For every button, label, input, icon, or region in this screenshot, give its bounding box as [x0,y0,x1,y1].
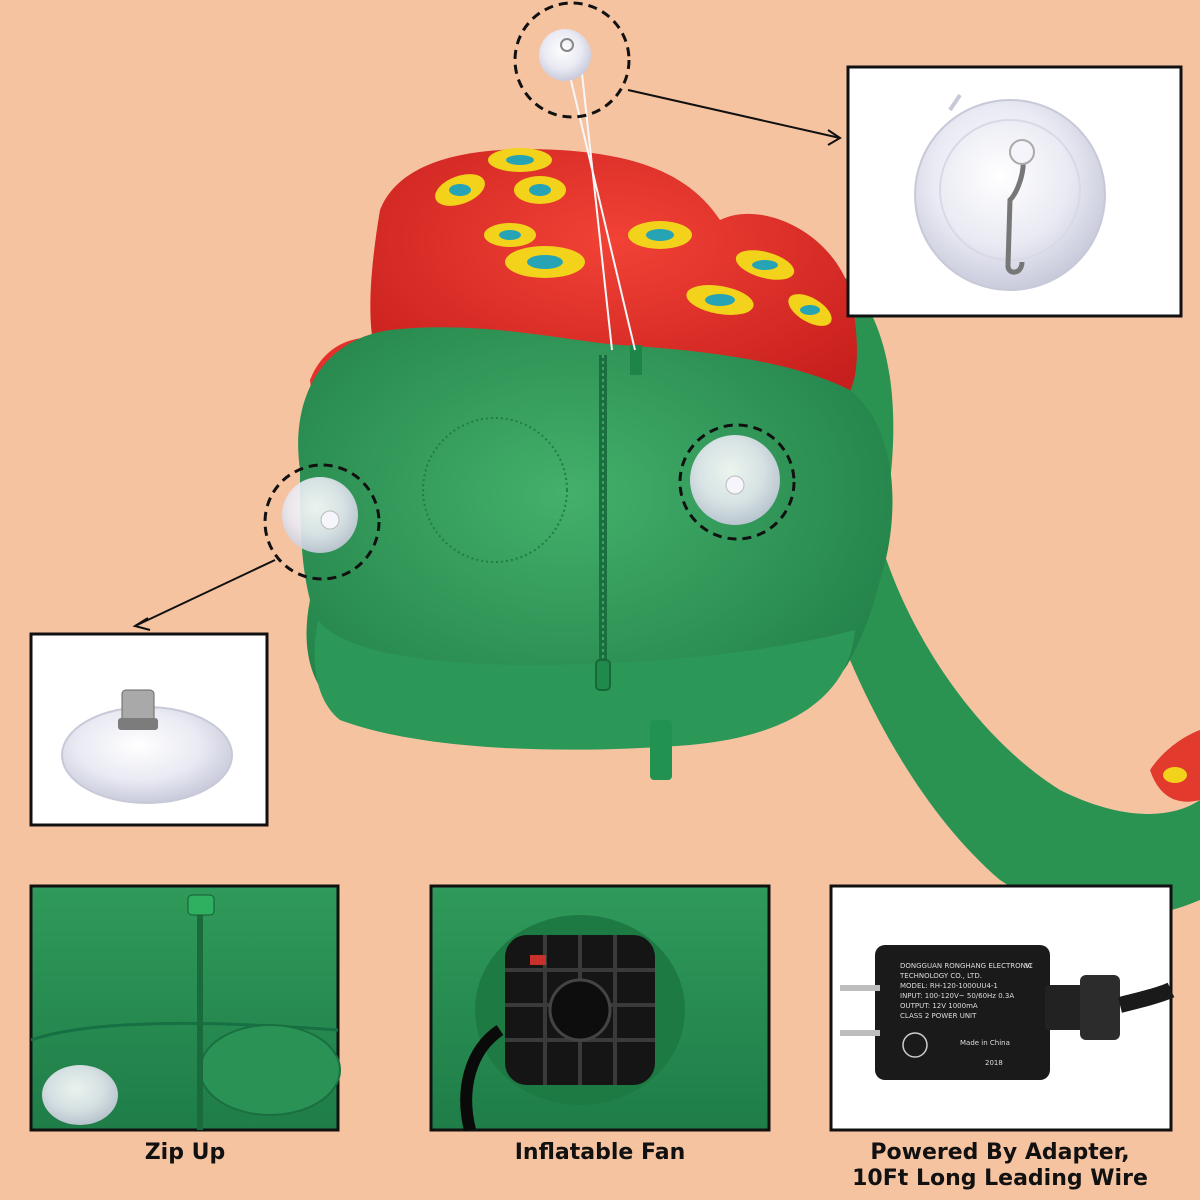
caption-inflatable-fan: Inflatable Fan [514,1140,686,1165]
adapter-label-line3: MODEL: RH-120-1000UU4-1 [900,982,998,990]
adapter-year: 2018 [985,1059,1003,1067]
adapter-closeup: DONGGUAN RONGHANG ELECTRONIC TECHNOLOGY … [829,884,1175,1132]
adapter-label-line1: DONGGUAN RONGHANG ELECTRONIC [900,962,1033,970]
caption-adapter-line1: Powered By Adapter, [870,1140,1130,1165]
adapter-label-line6: CLASS 2 POWER UNIT [900,1012,977,1020]
caption-adapter: Powered By Adapter, 10Ft Long Leading Wi… [830,1140,1170,1192]
adapter-label-line2: TECHNOLOGY CO., LTD. [899,972,982,980]
adapter-label-line4: INPUT: 100-120V~ 50/60Hz 0.3A [900,992,1014,1000]
adapter-label-line5: OUTPUT: 12V 1000mA [900,1002,978,1010]
hanging-suction-cup [539,29,636,351]
stud-cup-closeup [29,632,269,827]
zipper-closeup [29,884,341,1132]
caption-zip-up: Zip Up [144,1140,226,1165]
fan-closeup [429,884,771,1132]
red-spots [377,148,832,370]
hook-cup-closeup [846,65,1183,318]
caption-adapter-line2: 10Ft Long Leading Wire [852,1166,1148,1191]
caterpillar-head [282,327,893,780]
pointer-arrows [132,89,842,631]
adapter-label-line7: Made in China [960,1039,1010,1047]
adapter-efficiency-badge: VI [1025,962,1032,970]
highlight-circles [263,1,796,581]
